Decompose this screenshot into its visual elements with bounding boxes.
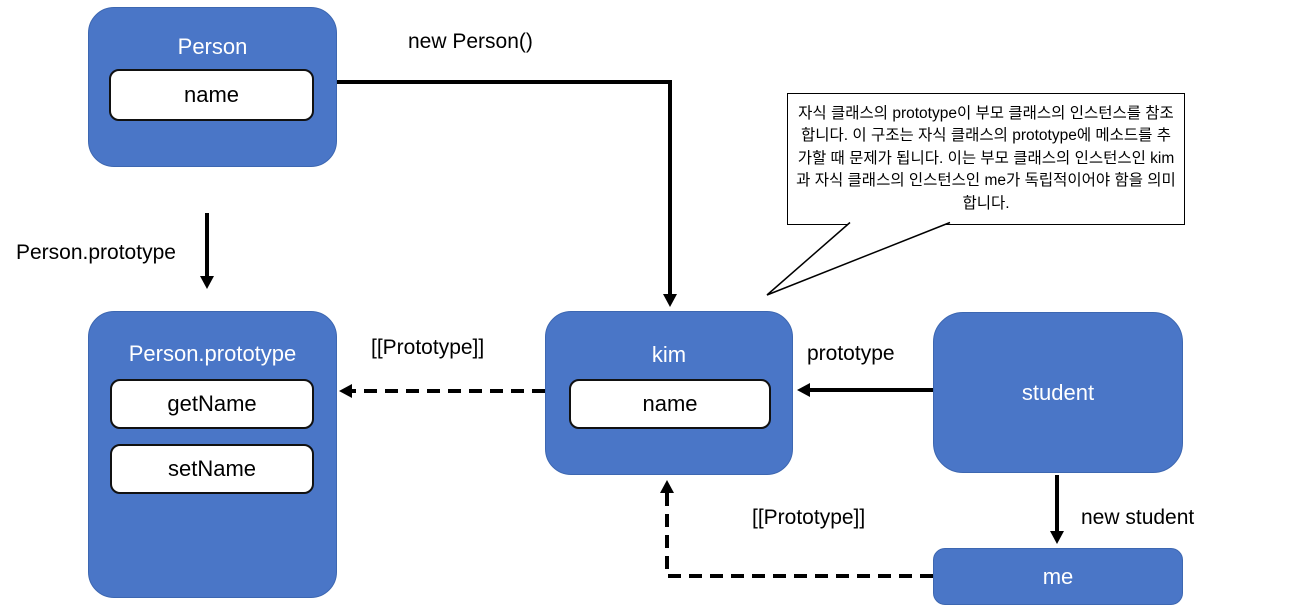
me-instance-box: me [933, 548, 1183, 605]
person-box-title: Person [177, 34, 248, 59]
person-prototype-edge-label: Person.prototype [16, 241, 176, 264]
me-prototype-link-edge-label: [[Prototype]] [752, 506, 866, 529]
new-person-edge-label: new Person() [408, 30, 533, 53]
person-prototype-box-title: Person.prototype [128, 341, 297, 366]
kim-prototype-link-edge-label: [[Prototype]] [371, 336, 485, 359]
new-student-edge-label: new student [1081, 506, 1195, 529]
callout-tail-pointer [766, 221, 951, 296]
explanation-callout-text: 자식 클래스의 prototype이 부모 클래스의 인스턴스를 참조합니다. … [796, 104, 1176, 212]
student-prototype-edge-label: prototype [807, 342, 895, 365]
me-prototype-link-arrow [660, 480, 933, 578]
person-name-slot-label: name [183, 82, 240, 107]
setname-slot: setName [110, 444, 314, 494]
student-box-title: student [1021, 379, 1095, 405]
kim-instance-box: kim name [545, 311, 793, 475]
person-name-slot: name [109, 69, 314, 121]
student-class-box: student [933, 312, 1183, 473]
explanation-callout: 자식 클래스의 prototype이 부모 클래스의 인스턴스를 참조합니다. … [787, 93, 1185, 225]
getname-slot: getName [110, 379, 314, 429]
setname-slot-label: setName [167, 456, 257, 481]
kim-name-slot: name [569, 379, 771, 429]
kim-box-title: kim [651, 342, 687, 367]
getname-slot-label: getName [167, 391, 257, 416]
new-person-arrow [337, 80, 677, 307]
person-class-box: Person name [88, 7, 337, 167]
me-box-title: me [1042, 563, 1074, 589]
kim-name-slot-label: name [642, 391, 698, 416]
person-prototype-box: Person.prototype getName setName [88, 311, 337, 598]
